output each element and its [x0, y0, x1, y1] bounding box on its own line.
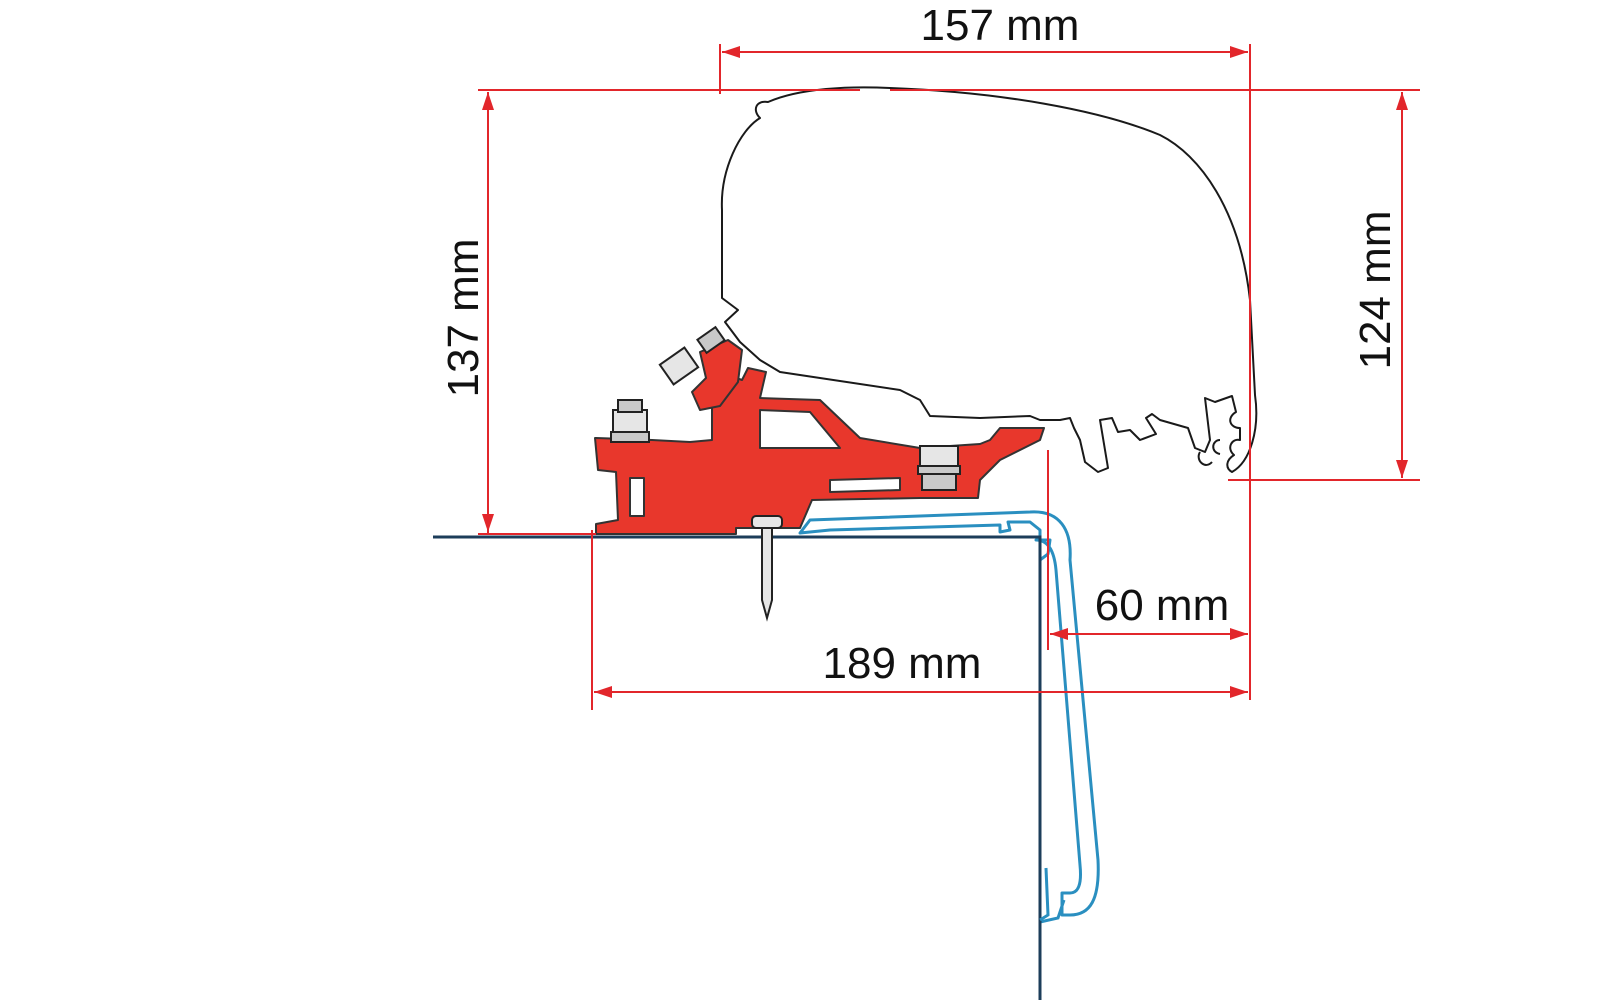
screw	[751, 515, 783, 622]
dim-offset-label: 60 mm	[1095, 581, 1229, 630]
housing-curl-detail	[1197, 439, 1221, 466]
dim-offset: 60 mm	[1047, 450, 1248, 650]
dim-right-height-label: 124 mm	[1351, 211, 1400, 370]
bolt-left	[610, 399, 650, 443]
dim-left-height: 137 mm	[439, 89, 1420, 535]
dim-top-width-label: 157 mm	[921, 1, 1080, 50]
bolt-angled	[658, 325, 726, 386]
awning-housing	[720, 86, 1258, 473]
adapter-bracket	[594, 367, 1045, 535]
lower-wall-bend	[1039, 867, 1050, 922]
adapter-clamp	[691, 339, 743, 411]
dim-right-height: 124 mm	[1228, 92, 1420, 481]
dim-bottom-width: 189 mm	[591, 530, 1248, 710]
vehicle-roof-edge	[798, 510, 1100, 917]
dim-bottom-width-label: 189 mm	[823, 639, 982, 688]
bolt-right	[917, 445, 961, 491]
dim-top-width: 157 mm	[719, 1, 1251, 700]
roof-line	[433, 535, 1042, 1000]
vehicle-wall-line	[1039, 899, 1066, 924]
dim-left-height-label: 137 mm	[439, 239, 488, 398]
